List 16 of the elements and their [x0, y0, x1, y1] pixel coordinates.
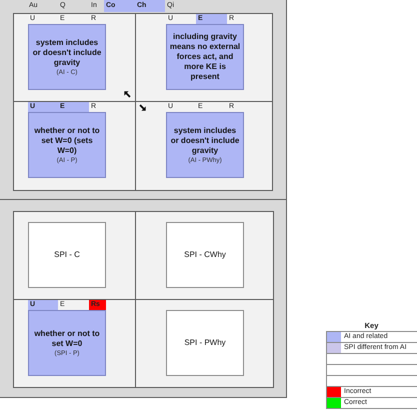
box-text: including gravity means no external forces act, and more KE is present — [169, 32, 241, 82]
box-text: SPI - PWhy — [184, 338, 226, 348]
concept-box — [166, 222, 244, 288]
concept-box — [166, 112, 244, 178]
box-text: SPI - C — [54, 250, 80, 260]
concept-box — [166, 24, 244, 90]
concept-box — [28, 222, 106, 288]
box-text: system includes or doesn't include gravity — [170, 126, 240, 156]
box-text: whether or not to set W=0 (sets W=0) — [33, 126, 101, 156]
concept-box — [28, 310, 106, 376]
concept-box — [28, 24, 106, 90]
concept-box — [28, 112, 106, 178]
box-text: whether or not to set W=0 — [33, 328, 101, 348]
box-text: system includes or doesn't include gravity — [32, 38, 102, 68]
box-text: SPI - CWhy — [184, 250, 226, 260]
concept-box — [166, 310, 244, 376]
